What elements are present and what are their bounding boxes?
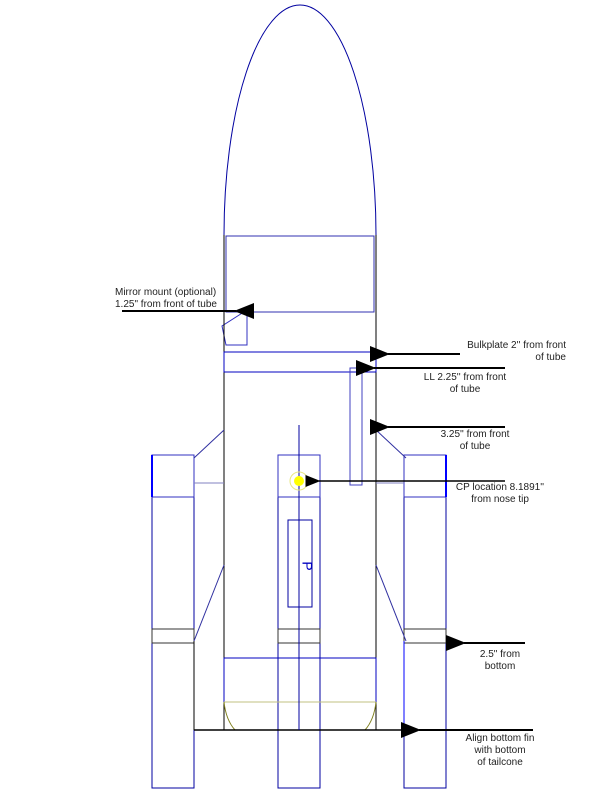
cp-marker [294,476,304,486]
mirror-mount-label: Mirror mount (optional) 1.25" from front… [115,287,217,310]
cg-marker-box [287,519,313,608]
fin-fillet [193,429,225,459]
fin-left-root [151,454,195,498]
align-fin-label: Align bottom fin with bottom of tailcone [465,733,535,768]
fin-left-band [151,628,195,644]
fin-right [403,454,447,789]
tailcone [223,701,377,731]
cp-p-letter: P [299,561,316,571]
fin-right-root [403,454,447,498]
fin-right-band [403,628,447,644]
nose-cone [223,4,377,236]
launch-lug [349,367,363,486]
fin-band-label: 2.5" from bottom [479,649,521,672]
bulkplate [223,351,377,373]
ll-label: LL 2.25'' from front of tube [423,372,507,395]
fin-fillet [375,429,407,459]
mirror-mount [221,309,248,346]
fin-left [151,454,195,789]
fin-fillet [193,564,225,642]
fin-fillet [375,564,407,642]
bulkplate-label: Bulkplate 2'' from front of tube [467,340,566,363]
cp-location-label: CP location 8.1891'' from nose tip [455,482,545,505]
fin-front-label: 3.25'' from front of tube [440,429,510,452]
nose-shoulder [225,235,375,313]
tailcone-shoulder [223,657,377,703]
